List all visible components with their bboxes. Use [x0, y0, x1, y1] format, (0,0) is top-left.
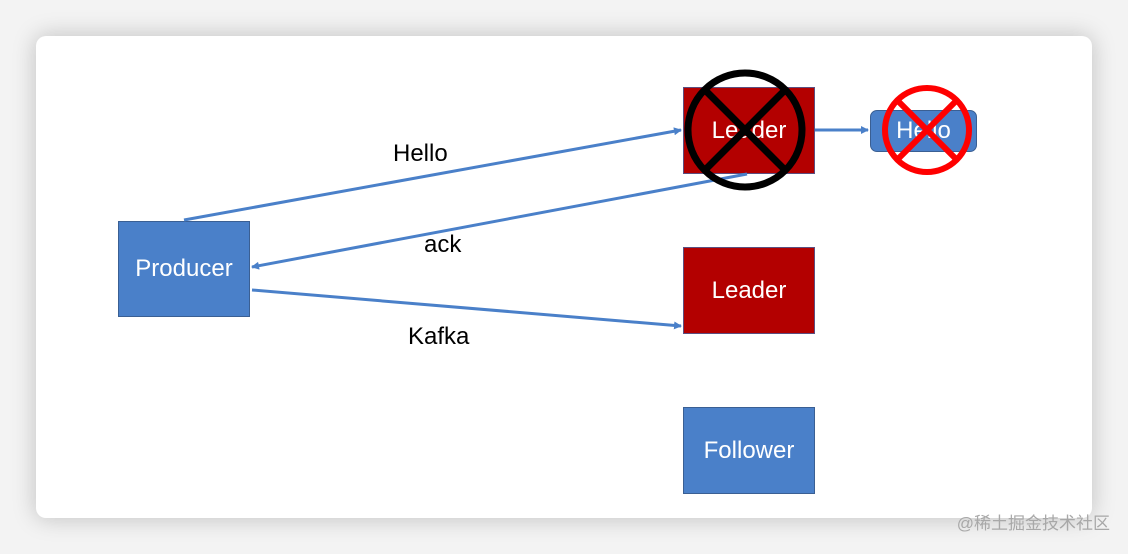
- watermark: @稀土掘金技术社区: [956, 514, 1110, 533]
- ack-arrow: [251, 172, 748, 270]
- producer-node: Producer: [118, 221, 250, 317]
- lost-message-cross-icon: [882, 85, 972, 175]
- follower-node: Follower: [683, 407, 815, 494]
- leader-node: Leader: [683, 247, 815, 334]
- failed-cross-icon: [684, 69, 806, 191]
- kafka-arrow: [251, 288, 682, 330]
- ack-edge-label: ack: [424, 231, 462, 258]
- hello-edge-label: Hello: [393, 140, 448, 167]
- kafka-edge-label: Kafka: [408, 323, 470, 350]
- hello-arrow: [183, 127, 682, 222]
